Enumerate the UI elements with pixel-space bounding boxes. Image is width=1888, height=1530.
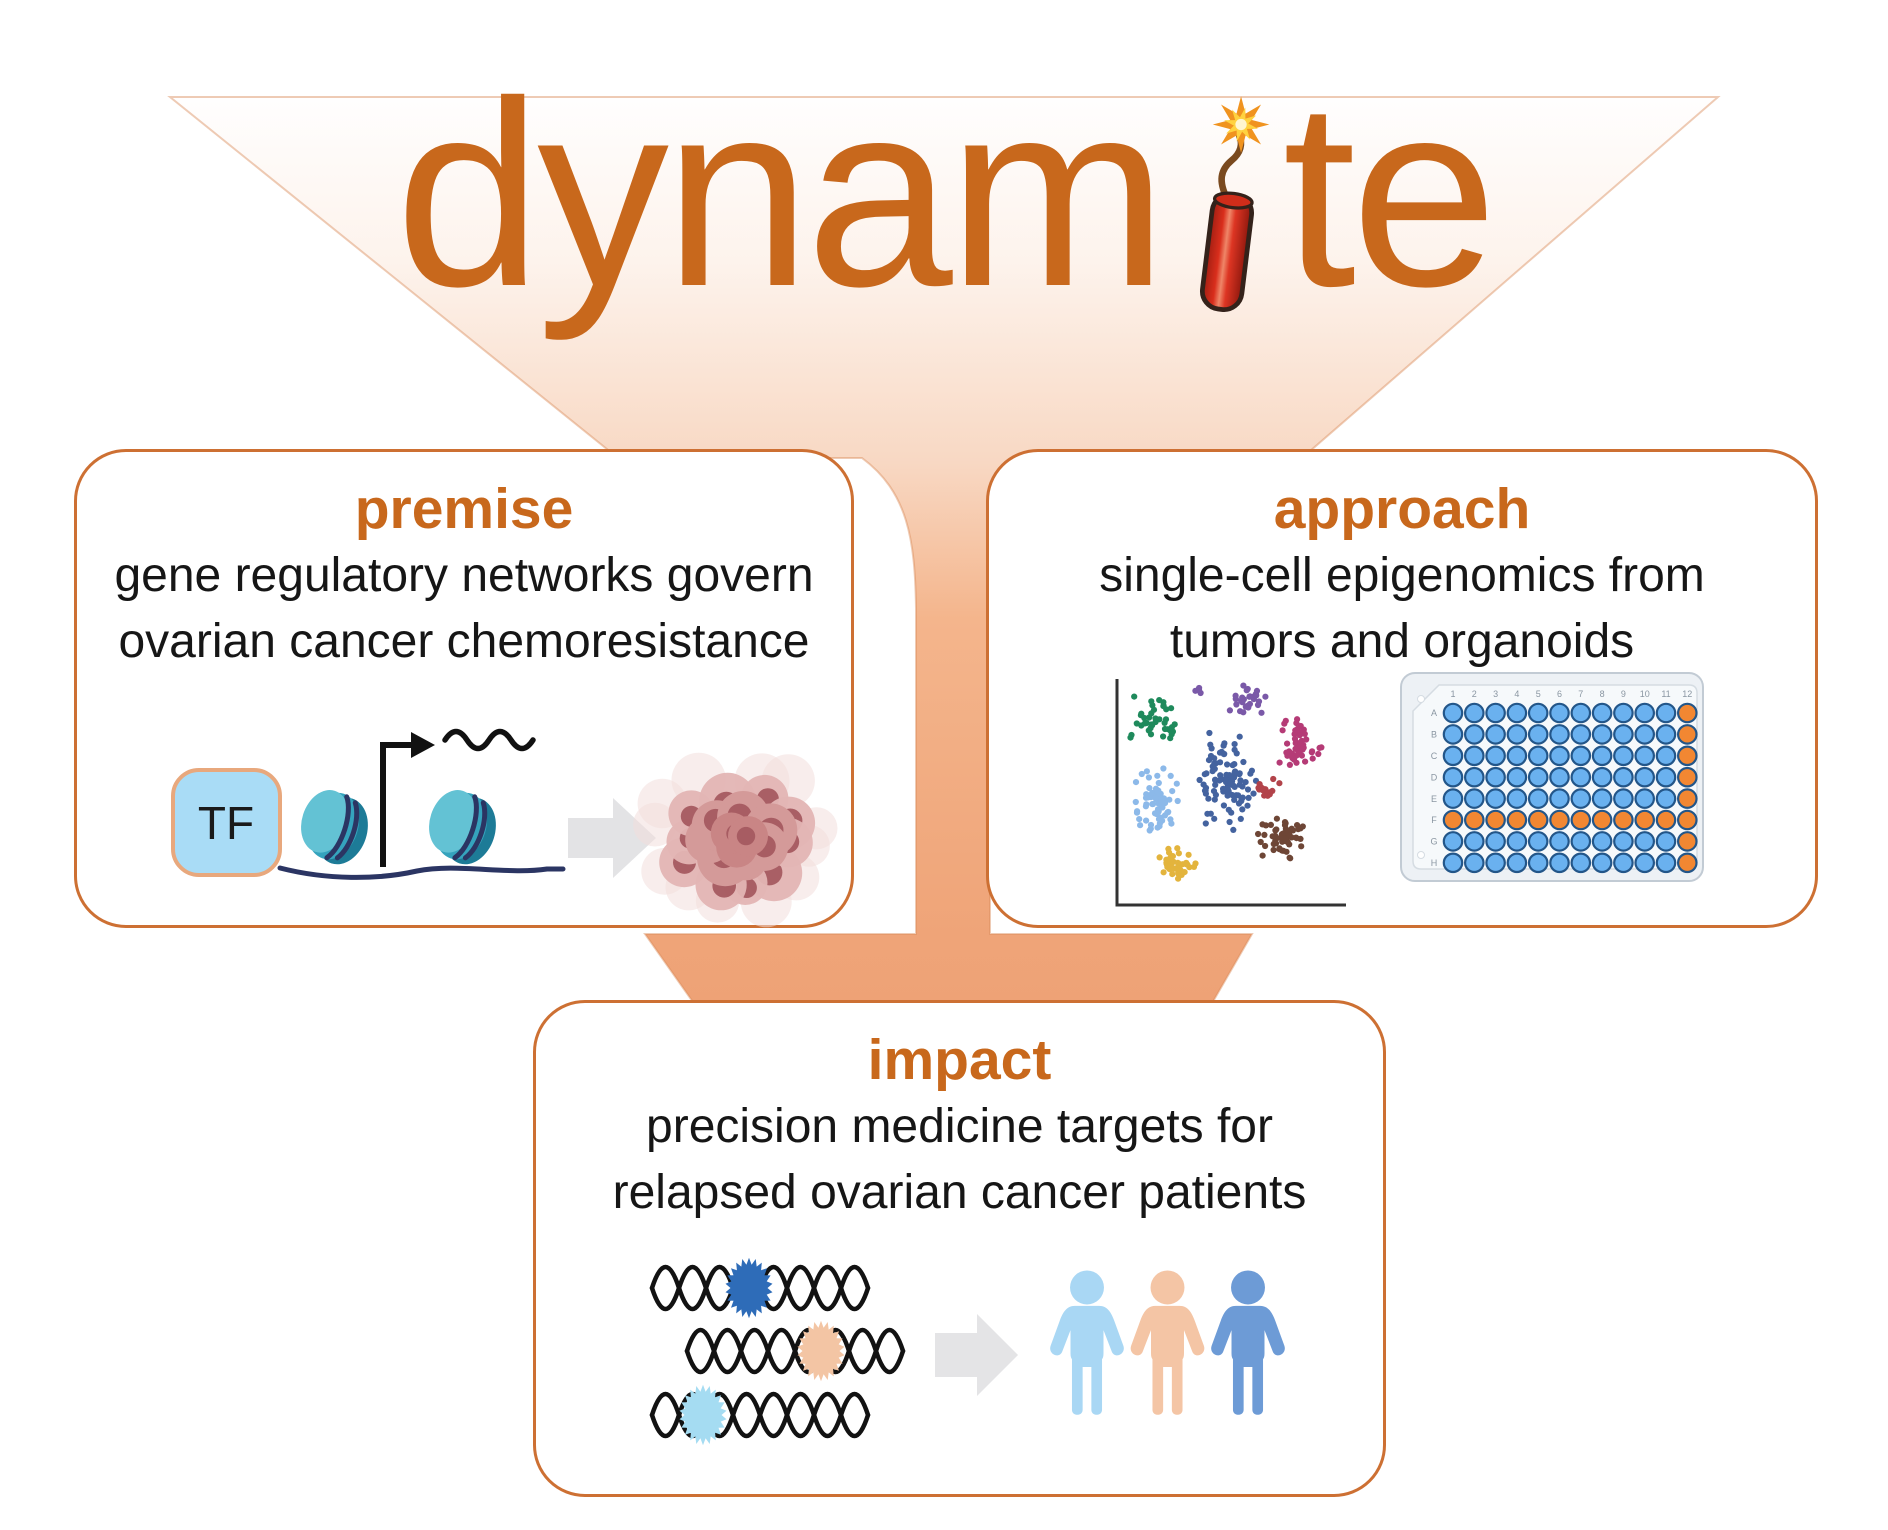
impact-illustration (649, 1257, 1285, 1446)
svg-text:A: A (1431, 708, 1437, 718)
svg-text:B: B (1431, 730, 1437, 740)
svg-text:9: 9 (1621, 689, 1626, 699)
spark-core (1234, 118, 1247, 131)
svg-text:12: 12 (1682, 689, 1692, 699)
mrna-wave (442, 728, 536, 752)
patient-peach (1130, 1270, 1205, 1415)
right-arrow-icon (568, 798, 656, 878)
nucleosome-icon (301, 790, 368, 865)
impact-heading: impact (867, 1028, 1052, 1092)
stick-cap (1212, 191, 1254, 210)
title-text-after: te (1282, 46, 1498, 341)
transcription-factor-box (171, 768, 282, 877)
svg-text:4: 4 (1514, 689, 1519, 699)
transcription-arrowhead (411, 732, 435, 758)
svg-text:C: C (1431, 751, 1438, 761)
plate-row-labels: A B C D E F G H (1430, 708, 1437, 868)
tf-label: TF (198, 797, 254, 849)
plate-wells (1442, 702, 1698, 874)
impact-text-line2: relapsed ovarian cancer patients (612, 1165, 1307, 1219)
premise-text-line2: ovarian cancer chemoresistance (118, 614, 810, 668)
approach-heading: approach (1273, 477, 1531, 541)
svg-text:1: 1 (1450, 689, 1455, 699)
fuse (1217, 132, 1244, 202)
svg-text:8: 8 (1600, 689, 1605, 699)
svg-text:3: 3 (1493, 689, 1498, 699)
figure-title: dynam te (0, 62, 1888, 326)
svg-text:11: 11 (1661, 689, 1670, 699)
umap-axes (1115, 679, 1346, 907)
plate-notch (1417, 851, 1425, 859)
premise-panel: premise gene regulatory networks govern … (74, 449, 854, 928)
svg-text:7: 7 (1578, 689, 1583, 699)
impact-dna (649, 1257, 906, 1446)
patient-blue (1211, 1270, 1285, 1415)
nucleosome-icon (429, 790, 496, 865)
svg-text:E: E (1431, 794, 1437, 804)
approach-text-line1: single-cell epigenomics from (1099, 548, 1705, 602)
premise-text-line1: gene regulatory networks govern (114, 548, 814, 602)
svg-text:F: F (1431, 815, 1437, 825)
approach-text-line2: tumors and organoids (1169, 614, 1635, 668)
impact-panel: impact precision medicine targets for re… (533, 1000, 1386, 1497)
svg-text:G: G (1430, 837, 1437, 847)
patients (1050, 1270, 1285, 1415)
premise-illustration: TF (171, 728, 838, 928)
svg-text:10: 10 (1640, 689, 1650, 699)
umap-dots (1127, 682, 1325, 882)
svg-text:6: 6 (1557, 689, 1562, 699)
title-text-before: dynam (395, 46, 1167, 341)
dynamite-stick-icon (1199, 96, 1269, 312)
impact-text-line1: precision medicine targets for (646, 1099, 1273, 1153)
patient-light-blue (1050, 1270, 1124, 1415)
svg-text:D: D (1431, 772, 1438, 782)
plate-notch (1417, 695, 1425, 703)
transcription-arrow (380, 742, 411, 867)
approach-panel: approach single-cell epigenomics from tu… (986, 449, 1818, 928)
right-arrow-icon (935, 1314, 1018, 1396)
tumor-cells (633, 752, 838, 928)
dna-strand (277, 865, 566, 880)
svg-text:5: 5 (1536, 689, 1541, 699)
tumor-icon (633, 752, 838, 928)
premise-heading: premise (354, 477, 574, 541)
svg-text:H: H (1431, 858, 1438, 868)
umap-scatter (1127, 682, 1325, 882)
stick-body (1199, 192, 1254, 312)
svg-text:2: 2 (1472, 689, 1477, 699)
